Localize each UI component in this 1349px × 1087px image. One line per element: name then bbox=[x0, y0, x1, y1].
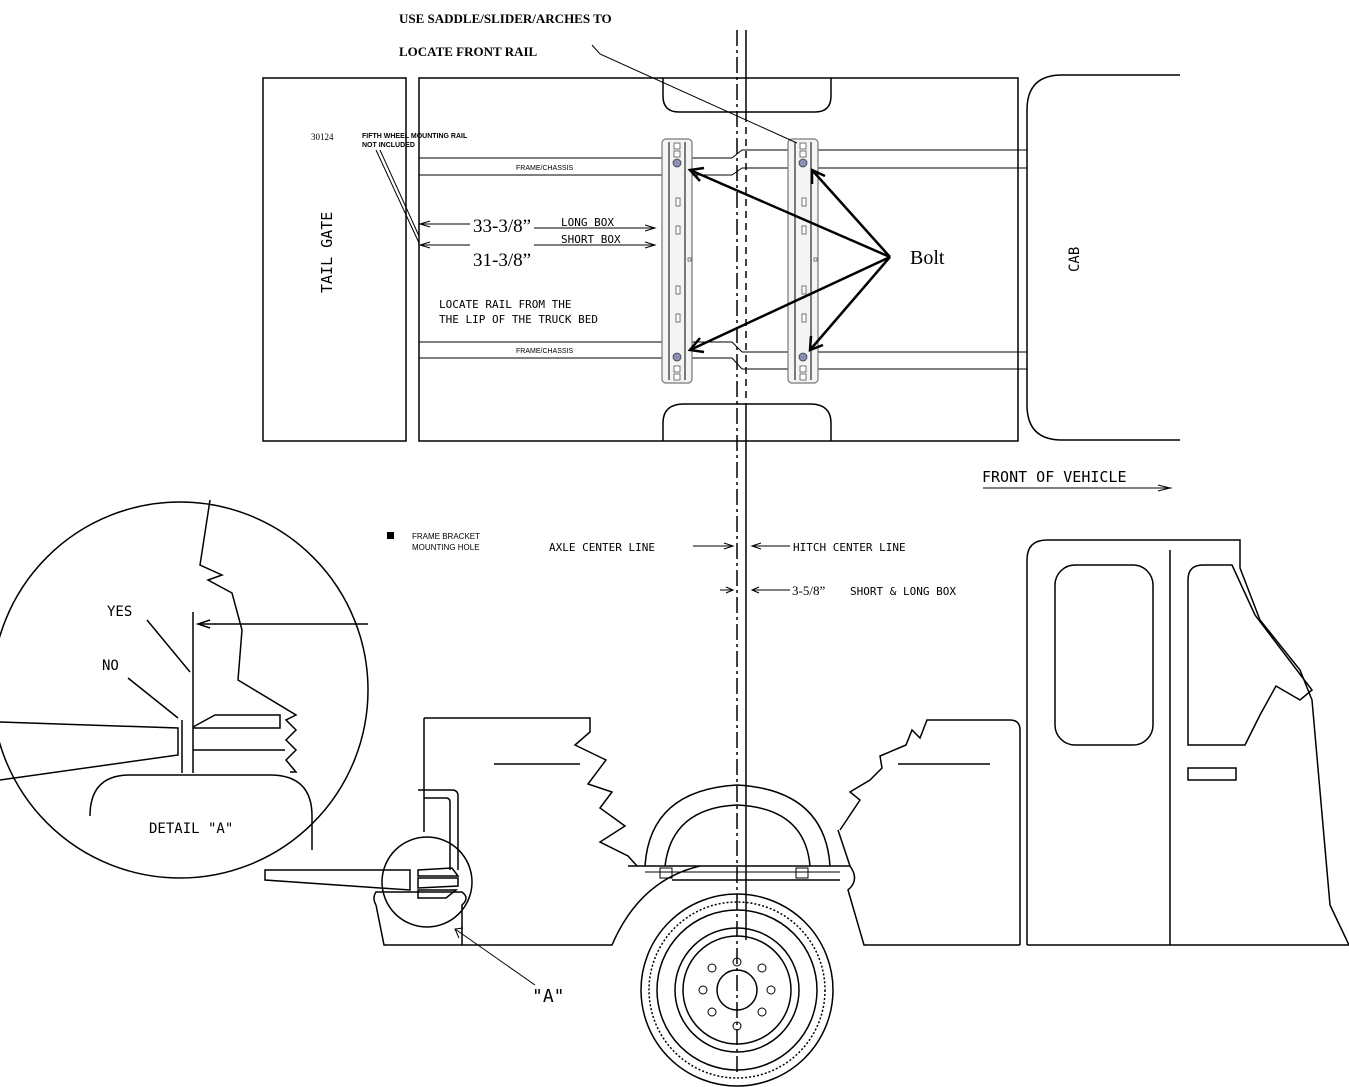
bolt-label: Bolt bbox=[910, 247, 945, 269]
wheel-well-top bbox=[662, 78, 832, 113]
cab-label: CAB bbox=[1067, 247, 1083, 272]
bolt-hole-icon bbox=[798, 352, 808, 362]
front-of-vehicle-label: FRONT OF VEHICLE bbox=[982, 468, 1127, 486]
saddle-note-line1: USE SADDLE/SLIDER/ARCHES TO bbox=[399, 11, 612, 26]
front-window bbox=[1187, 564, 1314, 746]
frame-bracket-line2: MOUNTING HOLE bbox=[412, 543, 480, 552]
rail-note-line2: NOT INCLUDED bbox=[362, 142, 415, 149]
detail-a-view bbox=[0, 499, 369, 879]
frame-chassis-label-bottom: FRAME/CHASSIS bbox=[516, 348, 574, 355]
axle-center-line-label: AXLE CENTER LINE bbox=[549, 541, 655, 554]
side-view bbox=[264, 539, 1349, 1087]
front-of-vehicle-arrow bbox=[983, 484, 1172, 492]
bolt-hole-icon bbox=[672, 352, 682, 362]
long-box-dimension: 33-3/8” bbox=[473, 216, 531, 237]
rail-note-line1: FIFTH WHEEL MOUNTING RAIL bbox=[362, 133, 468, 140]
offset-note: SHORT & LONG BOX bbox=[850, 585, 956, 598]
offset-dimension: 3-5/8” bbox=[792, 583, 825, 598]
frame-bracket-icon bbox=[387, 532, 394, 539]
wheel-icon bbox=[640, 893, 834, 1087]
long-box-label: LONG BOX bbox=[561, 216, 614, 229]
bolt-hole-icon bbox=[798, 158, 808, 168]
center-lines bbox=[693, 30, 790, 1075]
detail-a-label: DETAIL "A" bbox=[149, 821, 233, 837]
saddle-note-line2: LOCATE FRONT RAIL bbox=[399, 44, 538, 59]
detail-a-marker bbox=[381, 836, 473, 928]
truck-bed-outline bbox=[418, 77, 1019, 442]
bed-front-outline bbox=[839, 719, 1021, 945]
bolt-hole-icon bbox=[672, 158, 682, 168]
locate-note-line2: THE LIP OF THE TRUCK BED bbox=[439, 313, 598, 326]
bolt-arrows bbox=[687, 166, 891, 354]
frame-bracket-line1: FRAME BRACKET bbox=[412, 532, 480, 541]
part-number: 30124 bbox=[311, 132, 334, 142]
bed-side-outline bbox=[424, 717, 638, 867]
callout-a-label: "A" bbox=[532, 986, 565, 1007]
rear-mounting-rail bbox=[661, 138, 693, 384]
wheel-well-bottom bbox=[662, 403, 832, 441]
rear-window bbox=[1054, 564, 1154, 746]
bed-dimension-arrows bbox=[418, 220, 657, 249]
locate-note-line1: LOCATE RAIL FROM THE bbox=[439, 298, 571, 311]
cab-side-outline bbox=[1026, 539, 1349, 946]
saddle-leader bbox=[591, 44, 798, 144]
no-label: NO bbox=[102, 658, 119, 674]
tail-gate-label: TAIL GATE bbox=[318, 212, 336, 293]
top-view bbox=[262, 44, 1180, 442]
rail-note-leaders bbox=[375, 149, 420, 244]
tailgate-open bbox=[264, 869, 411, 891]
hitch-center-line-label: HITCH CENTER LINE bbox=[793, 541, 906, 554]
cab-outline bbox=[1026, 74, 1180, 441]
yes-label: YES bbox=[107, 604, 132, 620]
short-box-dimension: 31-3/8” bbox=[473, 250, 531, 271]
short-box-label: SHORT BOX bbox=[561, 233, 621, 246]
frame-chassis-label-top: FRAME/CHASSIS bbox=[516, 165, 574, 172]
door-handle bbox=[1187, 767, 1237, 781]
front-mounting-rail bbox=[787, 138, 819, 384]
